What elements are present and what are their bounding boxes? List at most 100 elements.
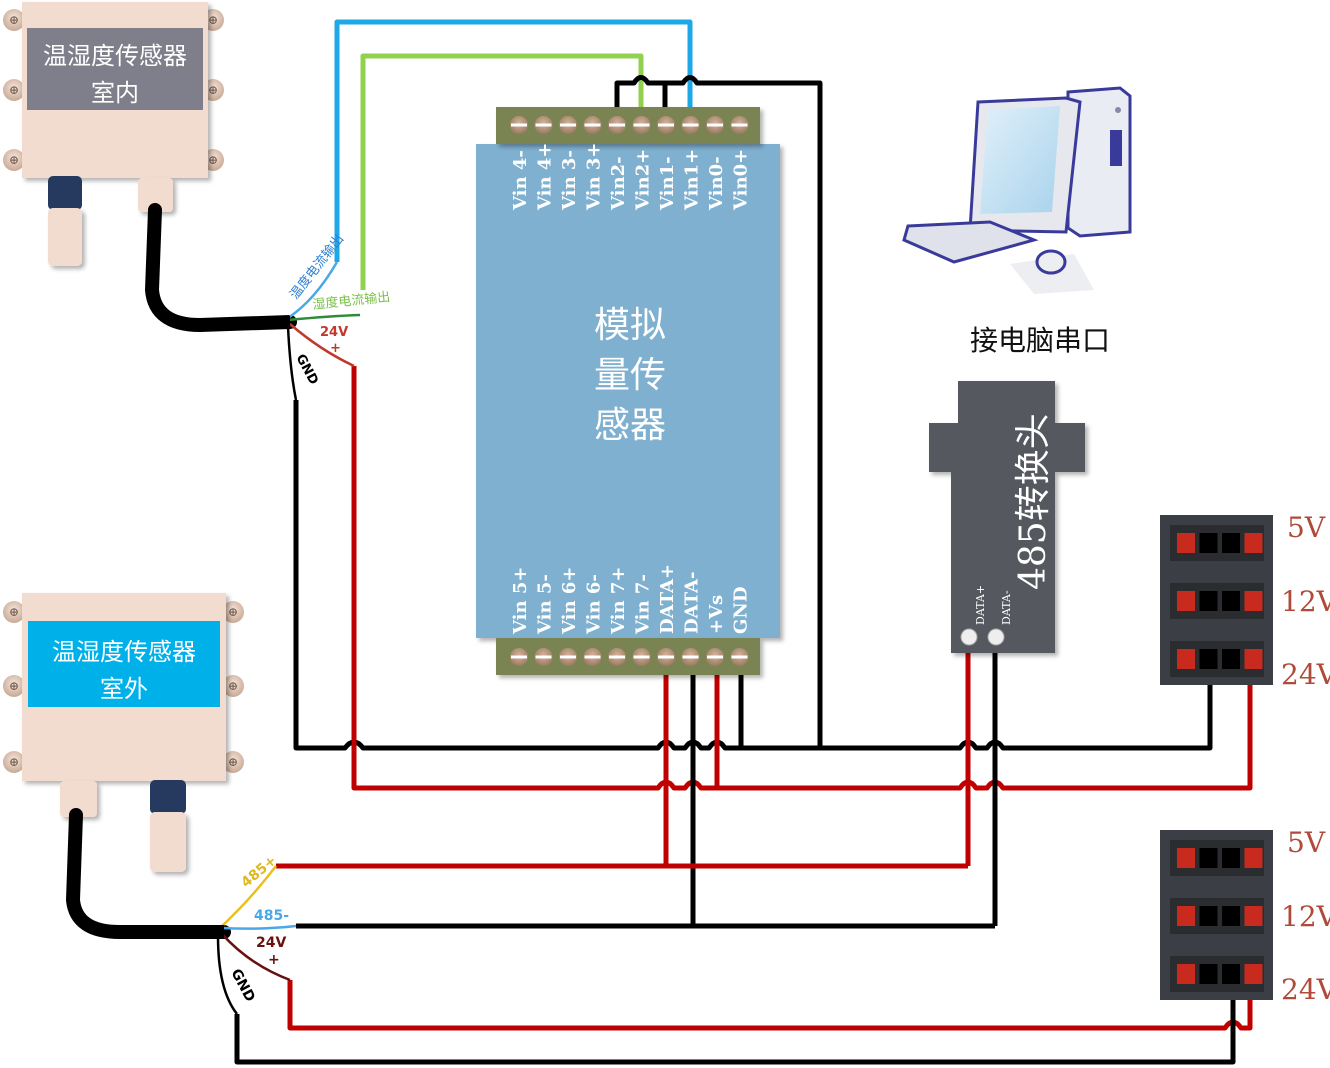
converter-terminal-minus [987,628,1005,646]
label-indoor-gnd: GND [292,352,321,388]
psu-pin [1177,591,1195,611]
screw-slot [511,123,527,127]
psu-pin [1199,964,1218,984]
svg-text:⊕: ⊕ [9,83,19,97]
label-485-minus: 485- [254,908,289,924]
wire-outdoor-24v [287,975,1253,1031]
label-humidity-current-output: 湿度电流输出 [312,289,391,313]
probe-body [150,812,186,872]
outdoor-sensor-subtitle: 室外 [100,675,148,703]
psu-pin [1199,533,1218,553]
analog-module: Vin 4-Vin 4+Vin 3-Vin 3+Vin2-Vin2+Vin1-V… [476,107,780,675]
wire-humidity-output [360,53,644,290]
top-terminal-labels: Vin 4-Vin 4+Vin 3-Vin 3+Vin2-Vin2+Vin1-V… [510,143,752,211]
wire-gnd-bus [293,400,1213,751]
screw-slot [682,655,699,659]
top-terminal-label: Vin 4- [510,150,531,211]
psu-pin [1177,906,1195,926]
outdoor-sensor: ⊕ ⊕ ⊕ ⊕ ⊕ ⊕ 温湿度传感器 室外 [3,593,244,939]
screw-slot [535,655,552,659]
psu-pin [1222,848,1240,868]
top-terminal-label: Vin 4+ [535,143,556,211]
psu-pin [1222,591,1240,611]
svg-text:⊕: ⊕ [9,755,19,769]
screw-slot [535,123,552,127]
module-body [476,144,780,638]
screw-slot [633,123,650,127]
psu-voltage-label: 12V [1281,585,1330,618]
top-terminal-label: Vin1- [657,156,678,211]
converter-title: 485转换头 [1013,413,1054,590]
top-terminal-label: Vin0+ [731,149,752,211]
psu-pin [1199,649,1218,669]
sensor-label-panel [27,28,203,110]
svg-text:⊕: ⊕ [208,13,218,27]
top-terminal-label: Vin1+ [682,149,703,211]
screw-slot [560,655,576,659]
psu-pin [1199,591,1218,611]
screw-slot [707,123,723,127]
converter-terminal-plus [960,628,978,646]
wire-outdoor-gnd [234,970,1236,1065]
psu-voltage-label: 5V [1287,826,1326,859]
psu-pin [1244,591,1263,611]
psu-pin [1199,906,1218,926]
converter-pin-data-plus: DATA+ [974,585,987,625]
screw-slot [584,123,601,127]
indoor-fanout [270,261,361,401]
screw-slot [658,655,674,659]
bottom-terminal-labels: Vin 5+Vin 5-Vin 6+Vin 6-Vin 7+Vin 7-DATA… [510,564,752,635]
screw-slot [682,123,699,127]
top-terminal-label: Vin2- [608,156,629,211]
bottom-terminal-label: DATA- [682,572,703,634]
psu-voltage-label: 5V [1287,511,1326,544]
converter-pin-data-minus: DATA- [1000,590,1013,625]
psu-pin [1222,906,1240,926]
bottom-terminal-label: GND [731,587,752,634]
bottom-terminal-label: Vin 7- [633,574,654,635]
top-terminal-label: Vin2+ [633,149,654,211]
psu-pin [1244,533,1263,553]
screw-slot [633,655,650,659]
module-title-line2: 量传 [594,355,666,396]
top-terminals [510,116,749,134]
module-title-line1: 模拟 [594,305,666,346]
bottom-terminal-label: Vin 6+ [559,567,580,635]
rs485-converter: 485转换头 DATA+ DATA- [929,381,1085,653]
screw-slot [658,123,674,127]
svg-text:⊕: ⊕ [9,679,19,693]
indoor-sensor-subtitle: 室内 [91,79,139,107]
probe-cap [48,176,82,210]
svg-text:⊕: ⊕ [208,83,218,97]
screw-slot [584,655,601,659]
screw-slot [609,655,625,659]
bottom-terminal-label: DATA+ [657,564,678,634]
bottom-terminal-label: +Vs [706,595,727,634]
top-terminal-label: Vin 3+ [584,143,605,211]
screw-slot [731,123,748,127]
psu-voltage-label: 12V [1281,900,1330,933]
label-outdoor-24v: 24V [256,935,286,951]
probe-body [48,208,82,266]
psu-pin [1222,964,1240,984]
psu-pin [1244,906,1263,926]
psu-pin [1177,533,1195,553]
bottom-terminal-label: Vin 5- [535,574,556,635]
label-outdoor-gnd: GND [227,966,257,1004]
bottom-terminal-label: Vin 5+ [510,567,531,635]
svg-text:⊕: ⊕ [9,153,19,167]
bottom-terminal-label: Vin 6- [584,574,605,635]
top-terminal-label: Vin0- [706,156,727,211]
sensor-label-panel [28,621,220,707]
module-title-line3: 感器 [594,405,666,446]
outdoor-sensor-title: 温湿度传感器 [52,638,196,666]
computer: 接电脑串口 [902,86,1132,357]
screw-slot [609,123,625,127]
bottom-terminal-label: Vin 7+ [608,567,629,635]
computer-caption: 接电脑串口 [970,324,1110,357]
psu-voltage-label: 24V [1281,973,1330,1006]
svg-text:⊕: ⊕ [228,755,238,769]
wire-temp-output [334,19,693,262]
